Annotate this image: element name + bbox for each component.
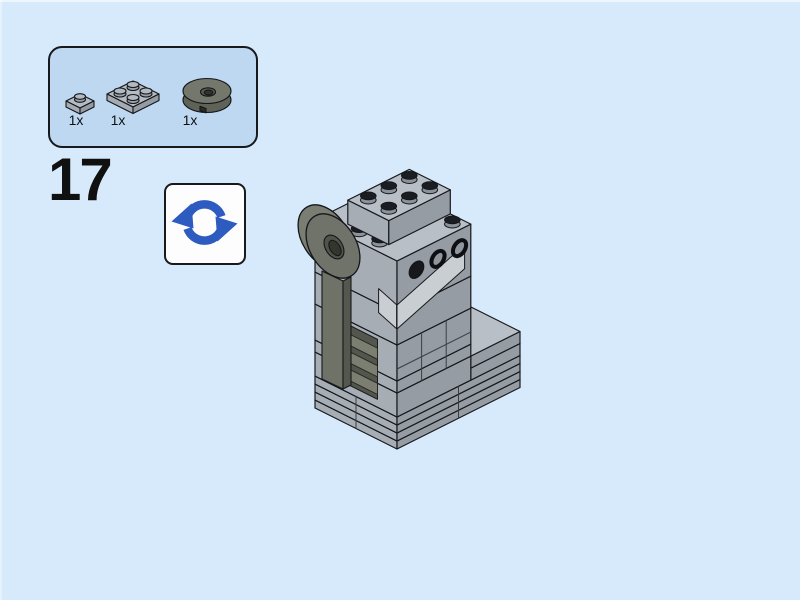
part-plate-1x1 [65, 93, 95, 115]
part-round-tile-2x2 [182, 77, 232, 114]
part-count-label: 1x [68, 112, 84, 128]
step-number: 17 [48, 146, 113, 213]
parts-callout-panel: 1x 1x 1x [48, 46, 258, 148]
rotate-symbol [164, 183, 246, 265]
part-count-label: 1x [182, 112, 198, 128]
parts-illustration [65, 77, 232, 115]
part-plate-2x2 [106, 80, 160, 115]
part-count-label: 1x [110, 112, 126, 128]
rotate-arrows-icon [171, 200, 238, 245]
